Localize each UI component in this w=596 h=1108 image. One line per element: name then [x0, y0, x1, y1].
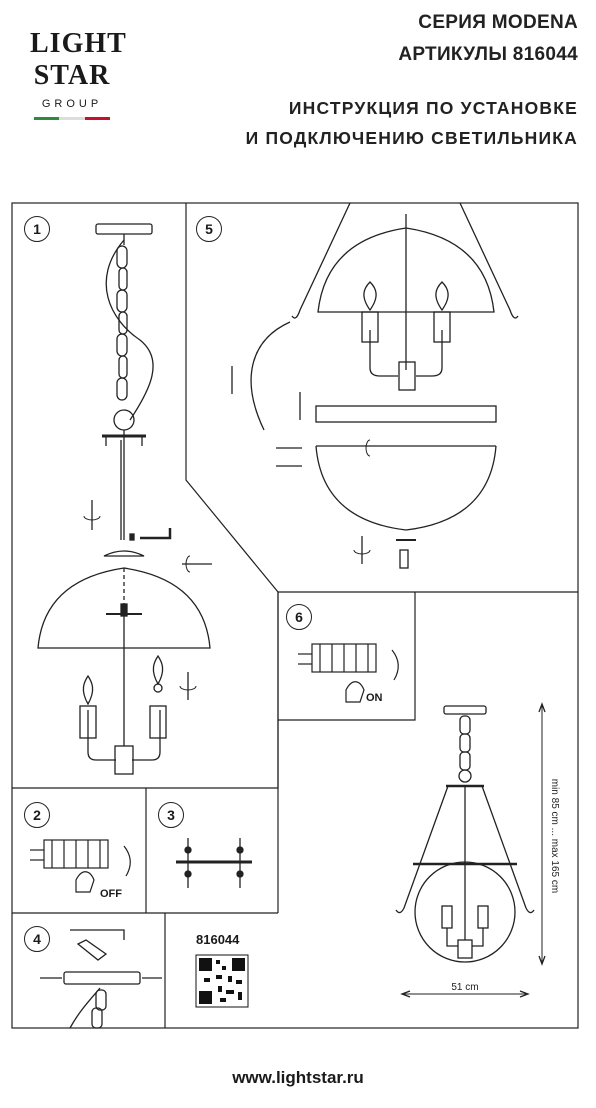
- divider-1-5: [185, 203, 279, 788]
- step-number-1: 1: [24, 216, 50, 242]
- step-number-3: 3: [158, 802, 184, 828]
- step-number-2: 2: [24, 802, 50, 828]
- logo-line-star: STAR: [33, 60, 111, 91]
- panel-4-canopy: [40, 929, 162, 1029]
- brand-logo: LIGHT STAR GROUP: [30, 16, 127, 132]
- website-link[interactable]: www.lightstar.ru: [232, 1068, 364, 1087]
- height-dimension-label: min 85 cm ... max 165 cm: [549, 779, 560, 893]
- series-title: СЕРИЯ MODENA: [418, 12, 578, 33]
- articles-title: АРТИКУЛЫ 816044: [398, 44, 578, 65]
- italian-flag-stripe: [34, 117, 110, 120]
- panel-2-breaker: [30, 839, 131, 893]
- logo-line-light: LIGHT: [30, 28, 127, 59]
- panel-5-drawing: [231, 202, 519, 569]
- qr-code: [195, 954, 249, 1008]
- breaker-on-label: ON: [366, 692, 383, 704]
- assembled-lamp-drawing: [395, 702, 546, 998]
- step-number-5: 5: [196, 216, 222, 242]
- panel-3-bracket: [176, 838, 252, 888]
- width-dimension-label: 51 cm: [451, 982, 478, 993]
- logo-line-group: GROUP: [41, 98, 103, 110]
- chain-links: [116, 245, 128, 401]
- panel-1-drawing: [37, 223, 212, 775]
- step-number-6: 6: [286, 604, 312, 630]
- panel-6-breaker: [298, 643, 399, 703]
- frame-border: [11, 202, 579, 1029]
- article-number: 816044: [196, 932, 240, 947]
- step-number-4: 4: [24, 926, 50, 952]
- instruction-title-line2: И ПОДКЛЮЧЕНИЮ СВЕТИЛЬНИКА: [245, 128, 578, 148]
- breaker-off-label: OFF: [100, 888, 122, 900]
- instruction-title-line1: ИНСТРУКЦИЯ ПО УСТАНОВКЕ: [288, 98, 578, 118]
